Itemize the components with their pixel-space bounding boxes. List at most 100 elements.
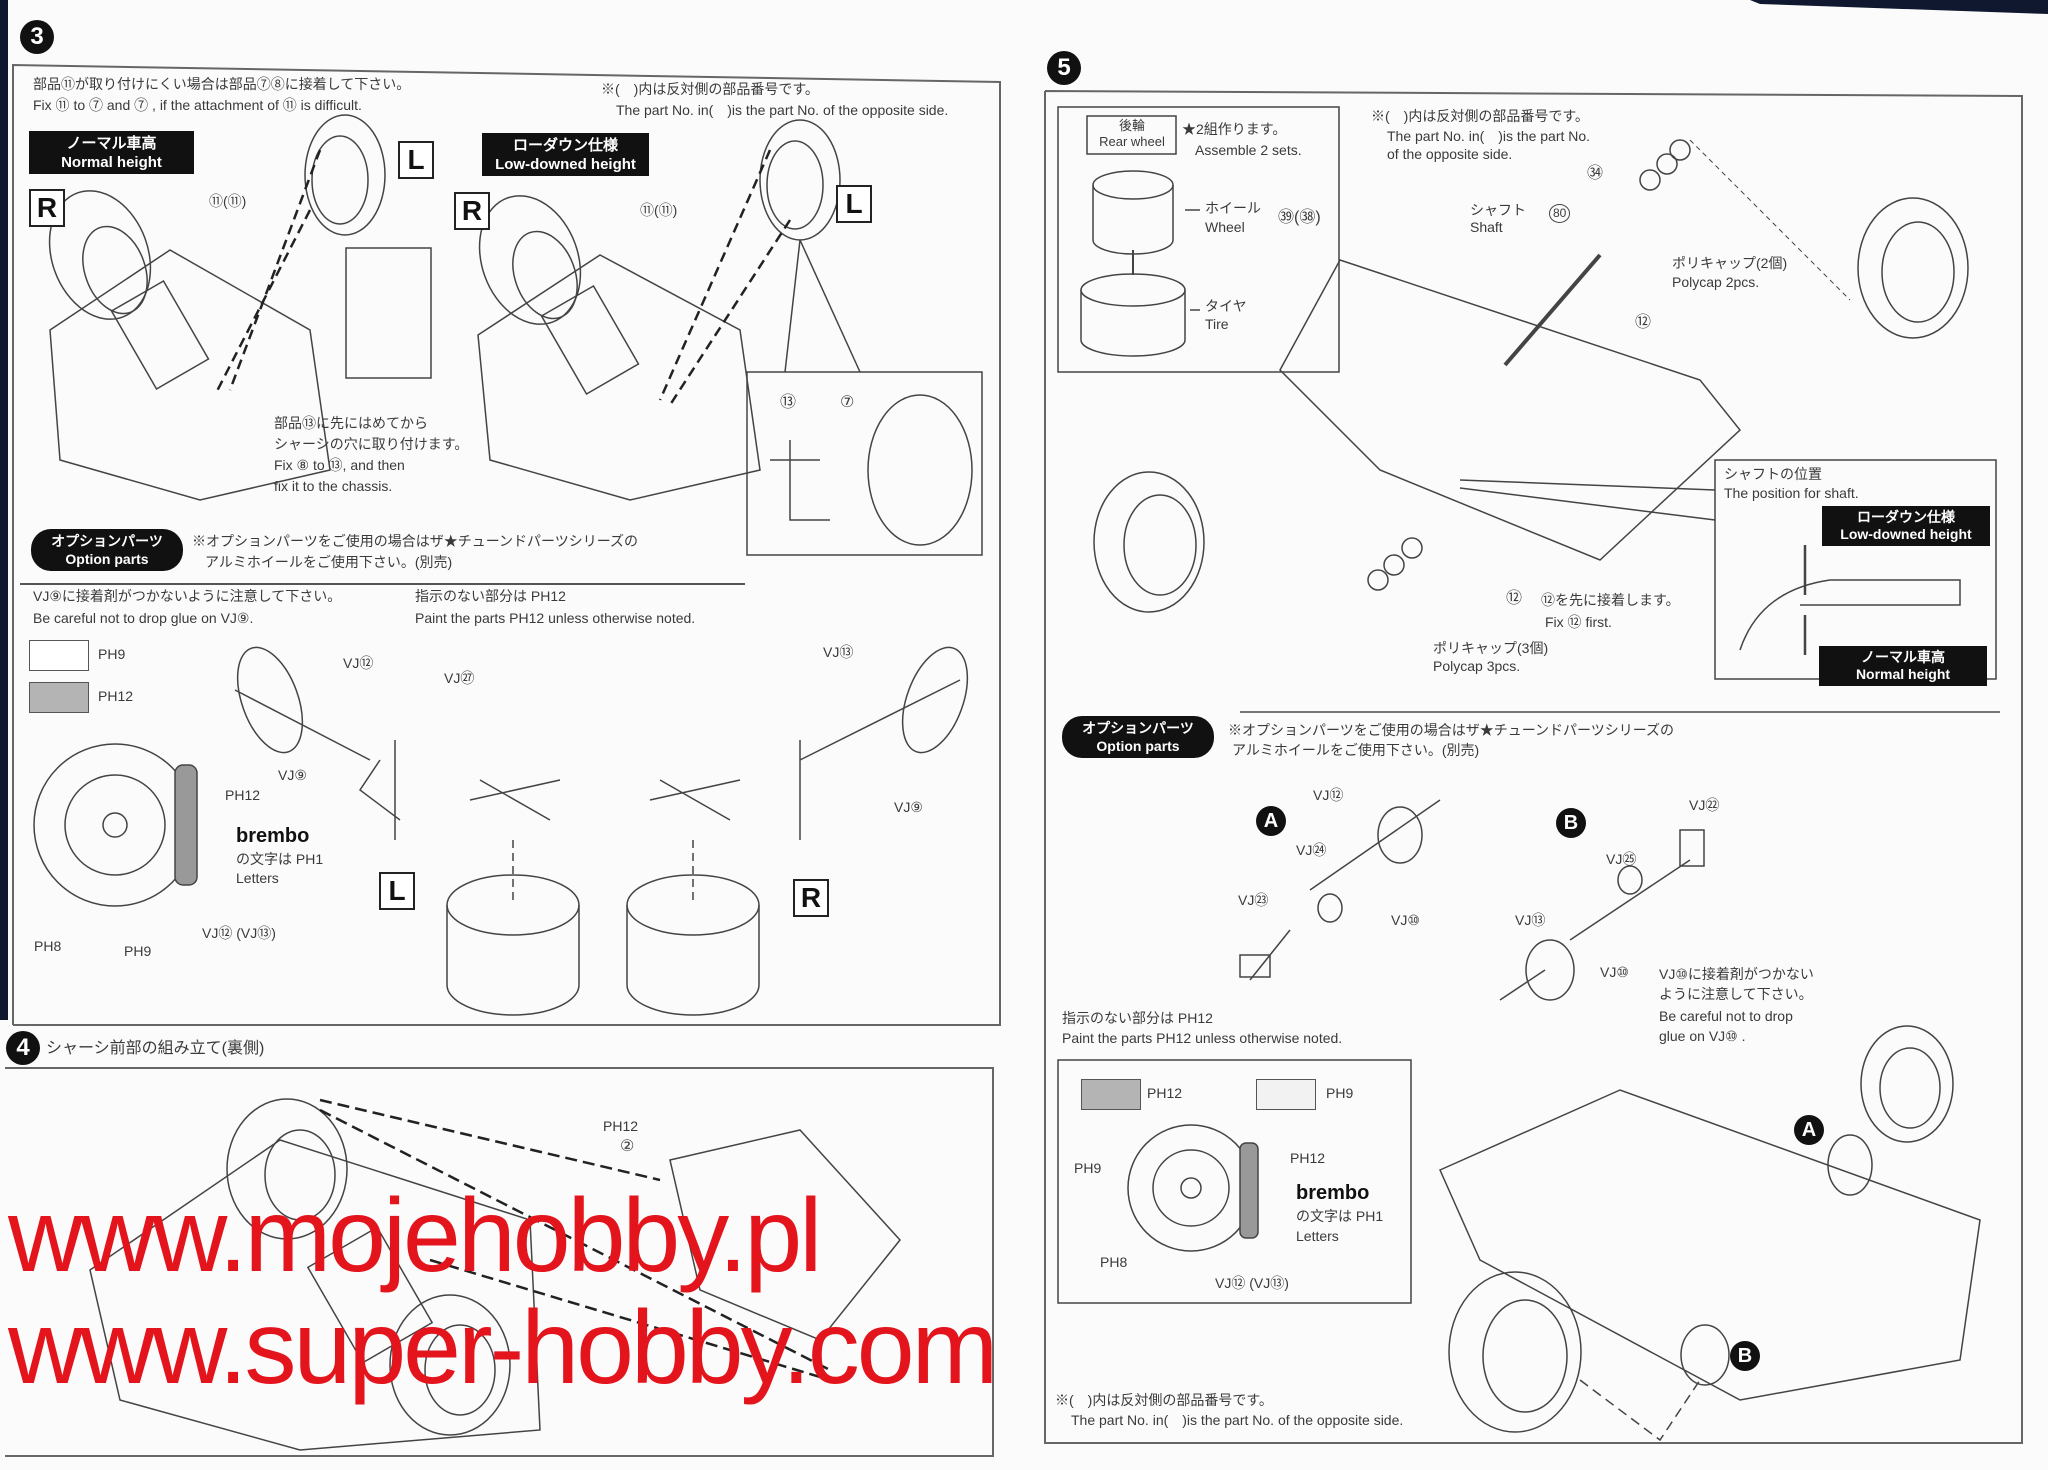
step-4-title: シャーシ前部の組み立て(裏側) bbox=[46, 1040, 265, 1057]
side-r-label: R bbox=[793, 879, 829, 917]
fix-12-en: Fix ⑫ first. bbox=[1545, 614, 1612, 630]
option-parts-jp: オプションパーツ bbox=[51, 533, 163, 549]
step-4-part-2: ② bbox=[620, 1138, 635, 1155]
wheel-jp: ホイール bbox=[1205, 200, 1261, 216]
disc-ph8-label: PH8 bbox=[1100, 1254, 1128, 1270]
polycap-3-en: Polycap 3pcs. bbox=[1433, 658, 1521, 674]
paint-note-en: Paint the parts PH12 unless otherwise no… bbox=[415, 610, 696, 626]
swatch-gray bbox=[1081, 1079, 1141, 1110]
option-note-2: アルミホイールをご使用下さい。(別売) bbox=[1232, 742, 1480, 758]
part-80-wrap: 80 bbox=[1549, 204, 1571, 223]
option-note-1: ※オプションパーツをご使用の場合はザ★チューンドパーツシリーズの bbox=[192, 533, 639, 549]
swatch-white-label: PH9 bbox=[1326, 1085, 1354, 1101]
rear-wheel-jp: 後輪 bbox=[1118, 118, 1145, 133]
glue-warning-en-2: glue on VJ⑩ . bbox=[1659, 1028, 1746, 1044]
fix-note-jp: 部品⑪が取り付けにくい場合は部品⑦⑧に接着して下さい。 bbox=[33, 76, 411, 92]
opposite-note-en-2: of the opposite side. bbox=[1387, 146, 1513, 162]
wheel-en: Wheel bbox=[1205, 219, 1245, 235]
option-parts-badge: オプションパーツ Option parts bbox=[1062, 716, 1214, 758]
opposite-note-en-1: The part No. in( )is the part No. bbox=[1387, 128, 1591, 144]
step-5-number: 5 bbox=[1047, 51, 1081, 85]
swatch-gray-label: PH12 bbox=[98, 688, 134, 704]
normal-height-jp: ノーマル車高 bbox=[1861, 649, 1945, 665]
lowdown-height-en: Low-downed height bbox=[1840, 526, 1972, 542]
watermark: www.mojehobby.pl www.super-hobby.com bbox=[8, 1178, 998, 1406]
glue-warning-en: Be careful not to drop glue on VJ⑨. bbox=[33, 610, 254, 626]
detail-part-13: ⑬ bbox=[780, 394, 797, 411]
vj9-right-label: VJ⑨ bbox=[894, 799, 923, 815]
fix-note-en: Fix ⑪ to ⑦ and ⑦ , if the attachment of … bbox=[33, 97, 362, 113]
lowdown-height-jp: ローダウン仕様 bbox=[1857, 509, 1955, 525]
letters-jp: の文字は PH1 bbox=[1296, 1208, 1384, 1224]
polycap-3-jp: ポリキャップ(3個) bbox=[1433, 640, 1549, 656]
fix-13-en-2: fix it to the chassis. bbox=[274, 478, 393, 494]
part-11-label: ⑪(⑪) bbox=[209, 193, 247, 209]
vj12-label: VJ⑫ bbox=[343, 655, 374, 671]
option-parts-en: Option parts bbox=[1096, 738, 1180, 754]
polycap-2-jp: ポリキャップ(2個) bbox=[1672, 255, 1788, 271]
glue-warning-en-1: Be careful not to drop bbox=[1659, 1008, 1793, 1024]
normal-height-label: ノーマル車高 Normal height bbox=[1819, 646, 1987, 686]
disc-vj-label: VJ⑫ (VJ⑬) bbox=[1215, 1275, 1289, 1291]
a-vj12-label: VJ⑫ bbox=[1313, 787, 1344, 803]
paint-note-en: Paint the parts PH12 unless otherwise no… bbox=[1062, 1030, 1343, 1046]
swatch-gray bbox=[29, 682, 89, 713]
a-vj24-label: VJ㉔ bbox=[1296, 842, 1327, 858]
caliper-ph12-label: PH12 bbox=[1290, 1150, 1326, 1166]
assemble-sets-en: Assemble 2 sets. bbox=[1195, 142, 1302, 158]
option-note-1: ※オプションパーツをご使用の場合はザ★チューンドパーツシリーズの bbox=[1228, 722, 1675, 738]
paint-note-jp: 指示のない部分は PH12 bbox=[415, 588, 566, 604]
opposite-note-jp: ※( )内は反対側の部品番号です。 bbox=[1055, 1392, 1273, 1408]
vj9-left-label: VJ⑨ bbox=[278, 767, 307, 783]
part-12-lower: ⑫ bbox=[1506, 590, 1523, 607]
detail-part-7: ⑦ bbox=[840, 394, 855, 411]
step-3-number: 3 bbox=[20, 20, 54, 54]
rear-wheel-label: 後輪 Rear wheel bbox=[1092, 118, 1172, 150]
shaft-position-en: The position for shaft. bbox=[1724, 485, 1859, 501]
option-parts-badge: オプションパーツ Option parts bbox=[31, 529, 183, 571]
caliper-paint-label: PH12 bbox=[225, 787, 261, 803]
letters-en: Letters bbox=[236, 870, 279, 886]
normal-height-label: ノーマル車高 Normal height bbox=[29, 131, 194, 174]
disc-ph9-label: PH9 bbox=[1074, 1160, 1102, 1176]
normal-height-jp: ノーマル車高 bbox=[66, 135, 157, 152]
lowdown-height-label: ローダウン仕様 Low-downed height bbox=[1822, 506, 1990, 546]
assemble-sets-jp: ★2組作ります。 bbox=[1182, 121, 1287, 137]
part-34: ㉞ bbox=[1587, 165, 1604, 182]
b-vj10-label: VJ⑩ bbox=[1600, 964, 1629, 980]
assembly-b-marker: B bbox=[1730, 1341, 1760, 1371]
fix-13-en-1: Fix ⑧ to ⑬, and then bbox=[274, 457, 405, 473]
fix-13-jp-1: 部品⑬に先にはめてから bbox=[274, 415, 428, 431]
opposite-note-en: The part No. in( )is the part No. of the… bbox=[616, 102, 949, 118]
swatch-white bbox=[29, 640, 89, 671]
part-11-label: ⑪(⑪) bbox=[640, 202, 678, 218]
wheel-parts: ㊴(㊳) bbox=[1278, 209, 1321, 226]
swatch-gray-label: PH12 bbox=[1147, 1085, 1183, 1101]
lowdown-height-jp: ローダウン仕様 bbox=[512, 137, 618, 154]
opposite-note-en: The part No. in( )is the part No. of the… bbox=[1071, 1412, 1404, 1428]
vj27-label: VJ㉗ bbox=[444, 670, 475, 686]
part-80: 80 bbox=[1549, 204, 1571, 223]
glue-warning-jp-2: ように注意して下さい。 bbox=[1659, 986, 1813, 1002]
b-vj25-label: VJ㉕ bbox=[1606, 851, 1637, 867]
a-vj23-label: VJ㉓ bbox=[1238, 892, 1269, 908]
option-parts-jp: オプションパーツ bbox=[1082, 720, 1194, 736]
disc-ph8-label: PH8 bbox=[34, 938, 62, 954]
disc-ph9-label: PH9 bbox=[124, 943, 152, 959]
opposite-note-jp: ※( )内は反対側の部品番号です。 bbox=[601, 81, 819, 97]
normal-height-en: Normal height bbox=[1855, 666, 1951, 682]
side-l-label: L bbox=[379, 872, 415, 910]
lowdown-height-en: Low-downed height bbox=[495, 156, 636, 173]
side-r-label: R bbox=[29, 189, 65, 227]
option-note-2: アルミホイールをご使用下さい。(別売) bbox=[205, 554, 453, 570]
vj13-label: VJ⑬ bbox=[823, 644, 854, 660]
fix-12-jp: ⑫を先に接着します。 bbox=[1541, 592, 1680, 608]
shaft-position-jp: シャフトの位置 bbox=[1724, 466, 1822, 482]
side-r-label: R bbox=[454, 192, 490, 230]
rear-wheel-en: Rear wheel bbox=[1099, 134, 1165, 149]
side-l-label: L bbox=[836, 185, 872, 223]
fix-13-jp-2: シャーシの穴に取り付けます。 bbox=[274, 436, 469, 452]
letters-jp: の文字は PH1 bbox=[236, 851, 324, 867]
assembly-a-marker: A bbox=[1794, 1115, 1824, 1145]
